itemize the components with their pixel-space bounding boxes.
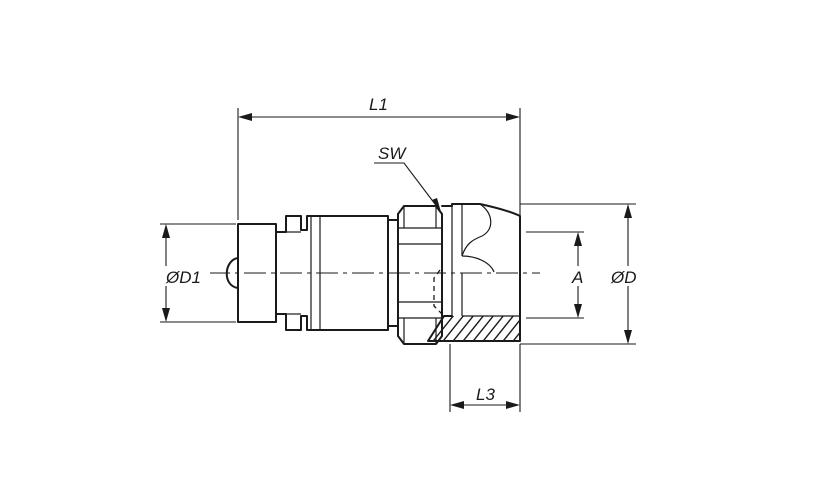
dimension-label-sw: SW: [378, 144, 407, 163]
coupling-nose: [225, 223, 277, 323]
dimension-label-a: A: [571, 268, 583, 287]
dimension-sw: SW: [374, 144, 441, 212]
dimension-label-d1: ØD1: [165, 268, 201, 287]
coupling-collar: [275, 215, 389, 331]
dimension-a: A: [526, 231, 590, 319]
dimension-l1: L1: [237, 95, 521, 220]
dimension-d1: ØD1: [160, 223, 236, 323]
dimension-label-l3: L3: [476, 385, 495, 404]
dimension-l3: L3: [449, 344, 521, 412]
dimension-d: ØD: [520, 203, 644, 345]
dimension-label-l1: L1: [369, 95, 388, 114]
dimension-label-d: ØD: [610, 268, 637, 287]
hex-nut: [397, 205, 443, 345]
